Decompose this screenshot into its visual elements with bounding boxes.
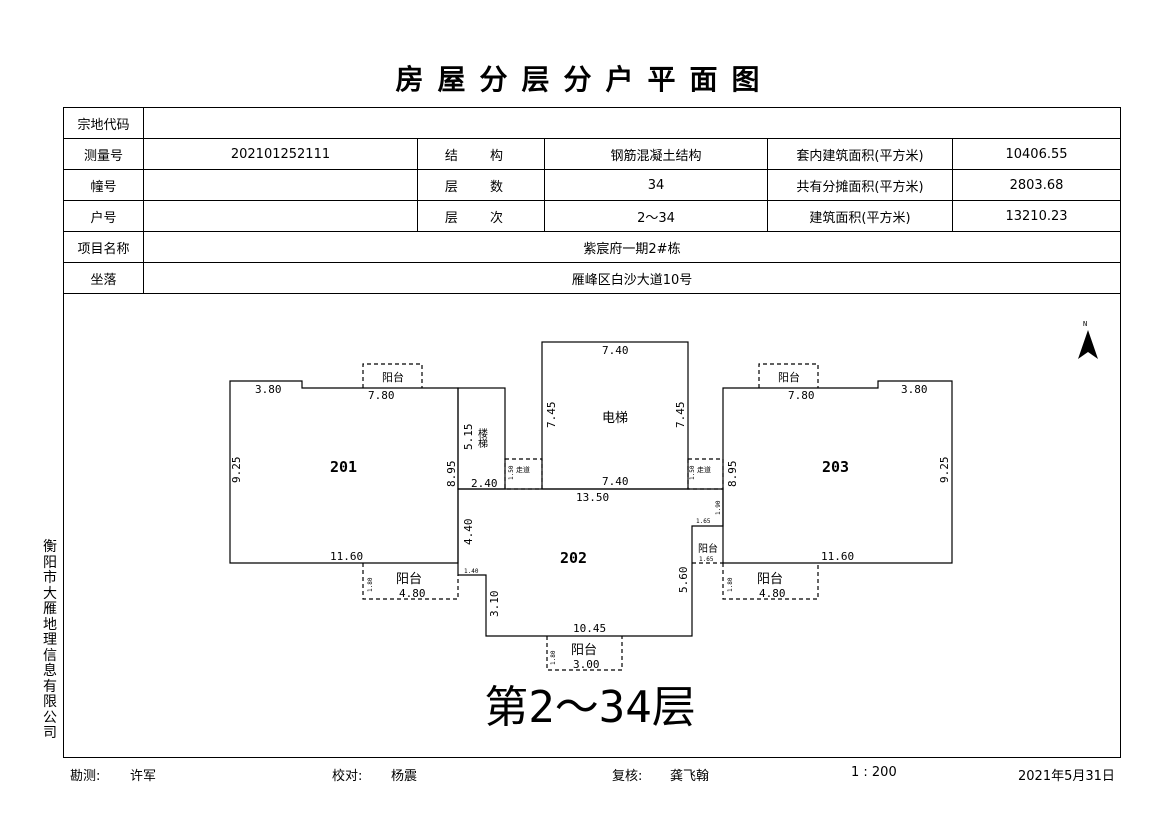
xiangmu-value: 紫宸府一期2#栋 <box>143 231 1121 263</box>
corridor-label: 走道 <box>516 465 530 474</box>
dim: 1.80 <box>367 577 374 592</box>
celiang-label: 测量号 <box>63 138 144 170</box>
dim: 8.95 <box>726 461 739 488</box>
check-name: 杨震 <box>391 769 418 784</box>
review-name: 龚飞翰 <box>670 769 710 784</box>
stair-label: 楼梯 <box>476 427 488 449</box>
dim: 1.80 <box>727 577 734 592</box>
dim: 2.40 <box>471 477 498 490</box>
dim: 3.10 <box>488 591 501 618</box>
balcony-201-bottom <box>362 563 459 600</box>
dim: 7.45 <box>545 402 558 429</box>
zhuang-value <box>143 169 418 201</box>
north-arrow-icon <box>1078 330 1098 359</box>
dim: 9.25 <box>230 457 243 484</box>
balcony-label: 阳台 <box>778 370 800 384</box>
survey-name: 许军 <box>130 769 157 784</box>
dim: 11.60 <box>821 550 854 563</box>
balcony-label: 阳台 <box>698 542 718 555</box>
scale: 1 : 200 <box>851 765 897 780</box>
balcony-203-bottom <box>722 563 819 600</box>
unit-202-outline <box>457 488 724 637</box>
dim: 5.15 <box>462 424 475 451</box>
xiangmu-label: 项目名称 <box>63 231 144 263</box>
jianzhu-value: 13210.23 <box>952 200 1121 232</box>
company-name: 衡阳市大雁地理信息有限公司 <box>43 539 57 741</box>
dim: 1.50 <box>508 465 515 480</box>
balcony-label: 阳台 <box>382 370 404 384</box>
dim: 9.25 <box>938 457 951 484</box>
balcony-202-bottom <box>546 636 623 671</box>
dim: 1.65 <box>696 518 711 525</box>
elevator-label: 电梯 <box>602 411 628 426</box>
censhu-label: 层 数 <box>417 169 545 201</box>
north-label: N <box>1083 320 1087 328</box>
dim: 1.50 <box>689 465 696 480</box>
dim: 7.40 <box>602 475 629 488</box>
hu-label: 户号 <box>63 200 144 232</box>
balcony-label: 阳台 <box>571 643 597 658</box>
balconies <box>362 363 819 671</box>
balcony-201-top <box>362 363 423 388</box>
dim: 4.80 <box>759 587 786 600</box>
dim: 13.50 <box>576 491 609 504</box>
dim: 3.80 <box>255 383 282 396</box>
unit-202-label: 202 <box>560 549 587 567</box>
date: 2021年5月31日 <box>1018 769 1115 784</box>
balcony-label: 阳台 <box>757 572 783 587</box>
dim: 7.80 <box>788 389 815 402</box>
document-title: 房屋分层分户平面图 <box>395 63 774 96</box>
dim: 1.90 <box>715 500 722 515</box>
gongyou-label: 共有分摊面积(平方米) <box>767 169 953 201</box>
jiegou-label: 结 构 <box>417 138 545 170</box>
dim: 7.45 <box>674 402 687 429</box>
dim: 5.60 <box>677 567 690 594</box>
check-label: 校对: <box>332 769 363 784</box>
dim: 8.95 <box>445 461 458 488</box>
dim: 1.65 <box>699 556 714 563</box>
zuoluo-value: 雁峰区白沙大道10号 <box>143 262 1121 294</box>
dim: 10.45 <box>573 622 606 635</box>
dim: 7.80 <box>368 389 395 402</box>
corridor-label: 走道 <box>697 465 711 474</box>
dim: 11.60 <box>330 550 363 563</box>
floor-range-label: 第2～34层 <box>484 682 695 733</box>
zuoluo-label: 坐落 <box>63 262 144 294</box>
taonei-label: 套内建筑面积(平方米) <box>767 138 953 170</box>
zhuang-label: 幢号 <box>63 169 144 201</box>
dim: 3.80 <box>901 383 928 396</box>
survey-label: 勘测: <box>70 769 101 784</box>
dim: 7.40 <box>602 344 629 357</box>
gongyou-value: 2803.68 <box>952 169 1121 201</box>
dim: 1.40 <box>464 568 479 575</box>
dim: 3.00 <box>573 658 600 671</box>
dim: 4.40 <box>462 519 475 546</box>
balcony-203-top <box>758 363 819 388</box>
dim: 1.80 <box>550 650 557 665</box>
unit-201-label: 201 <box>330 458 357 476</box>
balcony-label: 阳台 <box>396 572 422 587</box>
taonei-value: 10406.55 <box>952 138 1121 170</box>
censhu-value: 34 <box>544 169 768 201</box>
review-label: 复核: <box>612 769 643 784</box>
dim: 4.80 <box>399 587 426 600</box>
unit-203-label: 203 <box>822 458 849 476</box>
